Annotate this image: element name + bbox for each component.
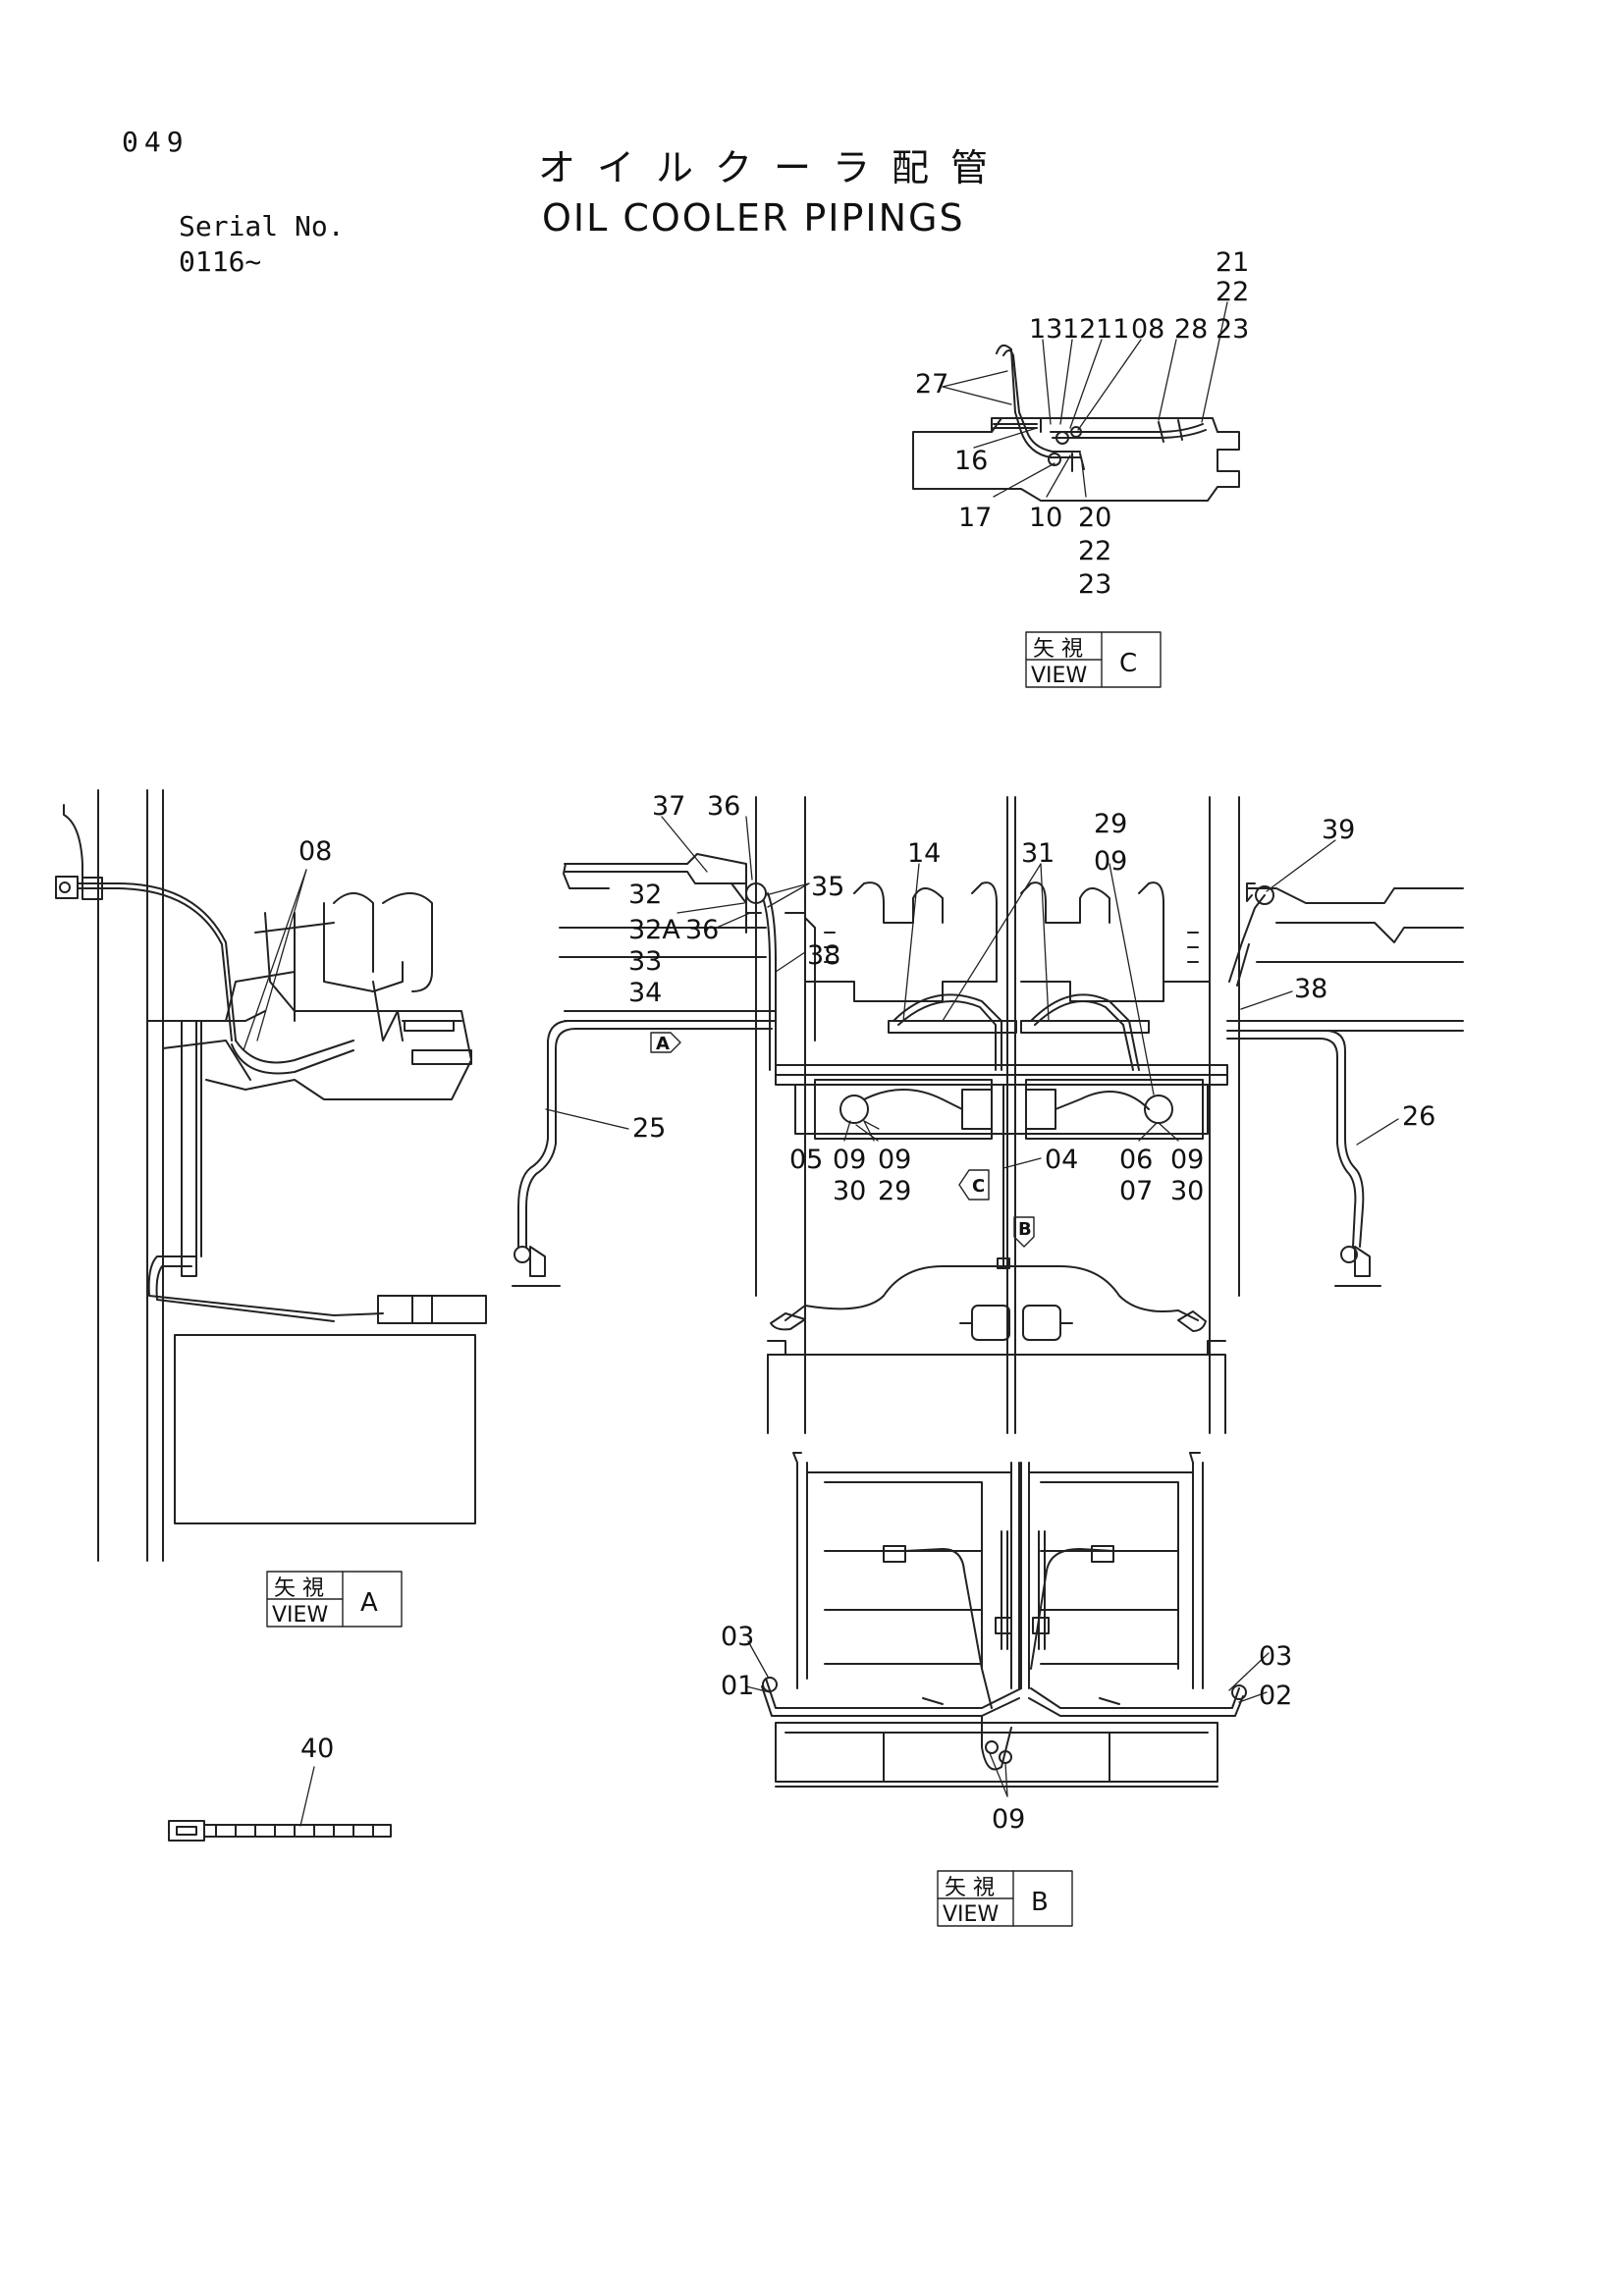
part-40-drawing (168, 1766, 392, 1842)
view-c-label-box (1025, 631, 1162, 688)
callout-32a: 32A (628, 915, 680, 945)
callout-03: 03 (1259, 1641, 1292, 1672)
callout-28: 28 (1174, 314, 1208, 345)
callout-12: 12 (1062, 314, 1096, 345)
callout-11: 11 (1096, 314, 1129, 345)
main-view-leaders (545, 816, 1399, 1169)
view-c-leaders (942, 301, 1228, 498)
serial-label: Serial No. (179, 210, 345, 242)
main-view-drawing (512, 796, 1464, 1434)
page-title: OIL COOLER PIPINGS (542, 196, 965, 240)
main-view-arrow-markers (650, 1032, 1035, 1248)
view-c-label-jp: 矢 視 (1033, 637, 1083, 662)
callout-31: 31 (1021, 838, 1055, 869)
view-b-drawing (761, 1452, 1247, 1788)
callout-32: 32 (628, 880, 662, 910)
arrow-marker-b: B (1018, 1219, 1032, 1240)
view-c-letter: C (1119, 649, 1137, 678)
callout-35: 35 (811, 872, 844, 902)
callout-08: 08 (1131, 314, 1164, 345)
callout-25: 25 (632, 1113, 666, 1144)
callout-17: 17 (958, 503, 992, 533)
callout-02: 02 (1259, 1681, 1292, 1711)
callout-23: 23 (1216, 314, 1249, 345)
callout-29: 29 (1094, 809, 1127, 839)
view-c-label-en: VIEW (1031, 664, 1087, 688)
callout-33: 33 (628, 946, 662, 977)
arrow-marker-c: C (972, 1176, 985, 1197)
callout-26: 26 (1402, 1101, 1435, 1132)
callout-39: 39 (1322, 815, 1355, 845)
page-title-japanese: オイルクーラ配管 (538, 146, 1010, 189)
callout-03: 03 (721, 1622, 754, 1652)
view-a-label-jp: 矢 視 (274, 1576, 324, 1601)
callout-23: 23 (1078, 569, 1111, 600)
view-b-leaders (745, 1640, 1270, 1797)
callout-30: 30 (1170, 1176, 1204, 1206)
callout-09: 09 (833, 1145, 866, 1175)
view-a-leaders (243, 869, 307, 1051)
callout-14: 14 (907, 838, 941, 869)
view-a-letter: A (360, 1588, 378, 1618)
callout-09: 09 (878, 1145, 911, 1175)
callout-04: 04 (1045, 1145, 1078, 1175)
page-number: 049 (122, 126, 189, 158)
callout-07: 07 (1119, 1176, 1153, 1206)
callout-08: 08 (298, 836, 332, 867)
view-b-label-box (937, 1870, 1073, 1927)
callout-37: 37 (652, 791, 685, 822)
arrow-marker-a: A (656, 1034, 670, 1054)
callout-05: 05 (789, 1145, 823, 1175)
view-a-label-box (266, 1571, 403, 1628)
callout-16: 16 (954, 446, 988, 476)
view-b-letter: B (1031, 1888, 1049, 1917)
view-a-drawing (55, 789, 487, 1562)
view-a-label-en: VIEW (272, 1603, 328, 1628)
callout-38: 38 (807, 940, 840, 971)
callout-13: 13 (1029, 314, 1062, 345)
callout-38: 38 (1294, 974, 1327, 1004)
callout-36: 36 (707, 791, 740, 822)
callout-27: 27 (915, 369, 948, 400)
callout-21: 21 (1216, 247, 1249, 278)
callout-01: 01 (721, 1671, 754, 1701)
callout-29: 29 (878, 1176, 911, 1206)
view-b-label-jp: 矢 視 (945, 1876, 995, 1900)
view-c-drawing (912, 344, 1240, 502)
callout-22: 22 (1216, 277, 1249, 307)
callout-22: 22 (1078, 536, 1111, 566)
callout-34: 34 (628, 978, 662, 1008)
callout-20: 20 (1078, 503, 1111, 533)
callout-10: 10 (1029, 503, 1062, 533)
view-b-label-en: VIEW (943, 1902, 999, 1927)
callout-40: 40 (300, 1734, 334, 1764)
callout-06: 06 (1119, 1145, 1153, 1175)
callout-09: 09 (1094, 846, 1127, 877)
callout-09: 09 (1170, 1145, 1204, 1175)
callout-09: 09 (992, 1804, 1025, 1835)
callout-30: 30 (833, 1176, 866, 1206)
serial-value: 0116~ (179, 245, 262, 278)
callout-36: 36 (685, 915, 719, 945)
